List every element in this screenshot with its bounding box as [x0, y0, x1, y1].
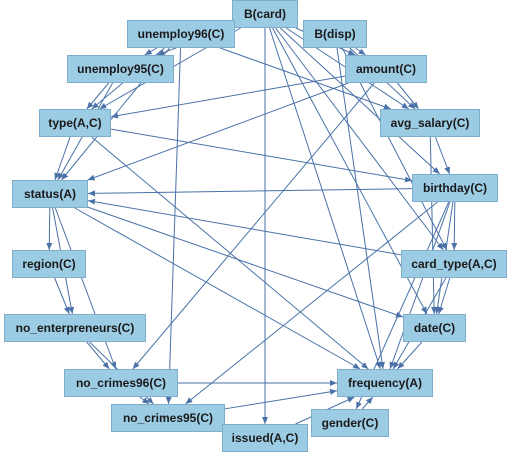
edge-status-to-no_crimes96	[54, 207, 117, 370]
edge-birthday-to-card_type	[451, 201, 458, 251]
node-unemploy95[interactable]: unemploy95(C)	[67, 55, 174, 83]
node-no-enterpreneurs[interactable]: no_enterpreneurs(C)	[4, 314, 146, 342]
edge-unemploy95-to-type	[86, 82, 110, 110]
edge-type-to-status	[54, 136, 71, 181]
edge-region-to-no_enterpreneurs	[54, 277, 70, 315]
edge-type-to-birthday	[110, 128, 413, 183]
edge-unemploy96-to-unemploy95	[144, 47, 158, 56]
edge-b_card-to-card_type	[275, 27, 444, 251]
node-frequency[interactable]: frequency(A)	[337, 369, 433, 397]
edge-amount-to-no_crimes96	[132, 82, 375, 370]
edge-b_disp-to-frequency	[336, 47, 385, 370]
node-gender[interactable]: gender(C)	[311, 409, 389, 437]
node-avg-salary[interactable]: avg_salary(C)	[380, 109, 480, 137]
node-no-crimes96[interactable]: no_crimes96(C)	[64, 369, 178, 397]
node-status[interactable]: status(A)	[12, 180, 88, 208]
node-region[interactable]: region(C)	[12, 250, 86, 278]
edge-birthday-to-no_crimes95	[185, 201, 438, 405]
node-no-crimes95[interactable]: no_crimes95(C)	[111, 404, 225, 432]
edge-avg_salary-to-date	[429, 136, 438, 315]
edge-b_card-to-frequency	[269, 27, 382, 370]
node-b-card[interactable]: B(card)	[232, 0, 298, 28]
edge-unemploy96-to-no_crimes95	[165, 47, 182, 405]
edge-status-to-region	[46, 207, 53, 251]
edge-card_type-to-date	[437, 277, 451, 315]
edge-date-to-frequency	[397, 341, 423, 370]
edge-birthday-to-status	[87, 188, 413, 197]
node-type[interactable]: type(A,C)	[39, 109, 111, 137]
edge-b_card-to-birthday	[279, 27, 441, 175]
edge-status-to-frequency	[74, 207, 361, 370]
node-amount[interactable]: amount(C)	[345, 55, 427, 83]
edge-status-to-date	[87, 206, 404, 318]
edge-amount-to-status	[87, 82, 349, 181]
edge-type-to-frequency	[91, 136, 369, 370]
edge-card_type-to-status	[87, 198, 402, 256]
node-date[interactable]: date(C)	[403, 314, 466, 342]
edge-b_disp-to-amount	[355, 47, 366, 56]
edge-no_enterpreneurs-to-no_crimes96	[86, 341, 110, 370]
edge-no_crimes95-to-frequency	[224, 388, 338, 410]
edge-amount-to-avg_salary	[397, 82, 419, 110]
node-unemploy96[interactable]: unemploy96(C)	[127, 20, 235, 48]
node-birthday[interactable]: birthday(C)	[412, 174, 498, 202]
edge-avg_salary-to-birthday	[434, 136, 451, 175]
edge-gender-to-frequency	[361, 396, 374, 410]
node-card-type[interactable]: card_type(A,C)	[401, 250, 507, 278]
edge-no_crimes96-to-no_crimes95	[139, 396, 150, 405]
node-b-disp[interactable]: B(disp)	[303, 20, 367, 48]
node-issued[interactable]: issued(A,C)	[222, 424, 308, 452]
edge-birthday-to-frequency	[389, 201, 451, 370]
edge-unemploy96-to-avg_salary	[220, 47, 391, 110]
edge-amount-to-type	[110, 75, 346, 119]
